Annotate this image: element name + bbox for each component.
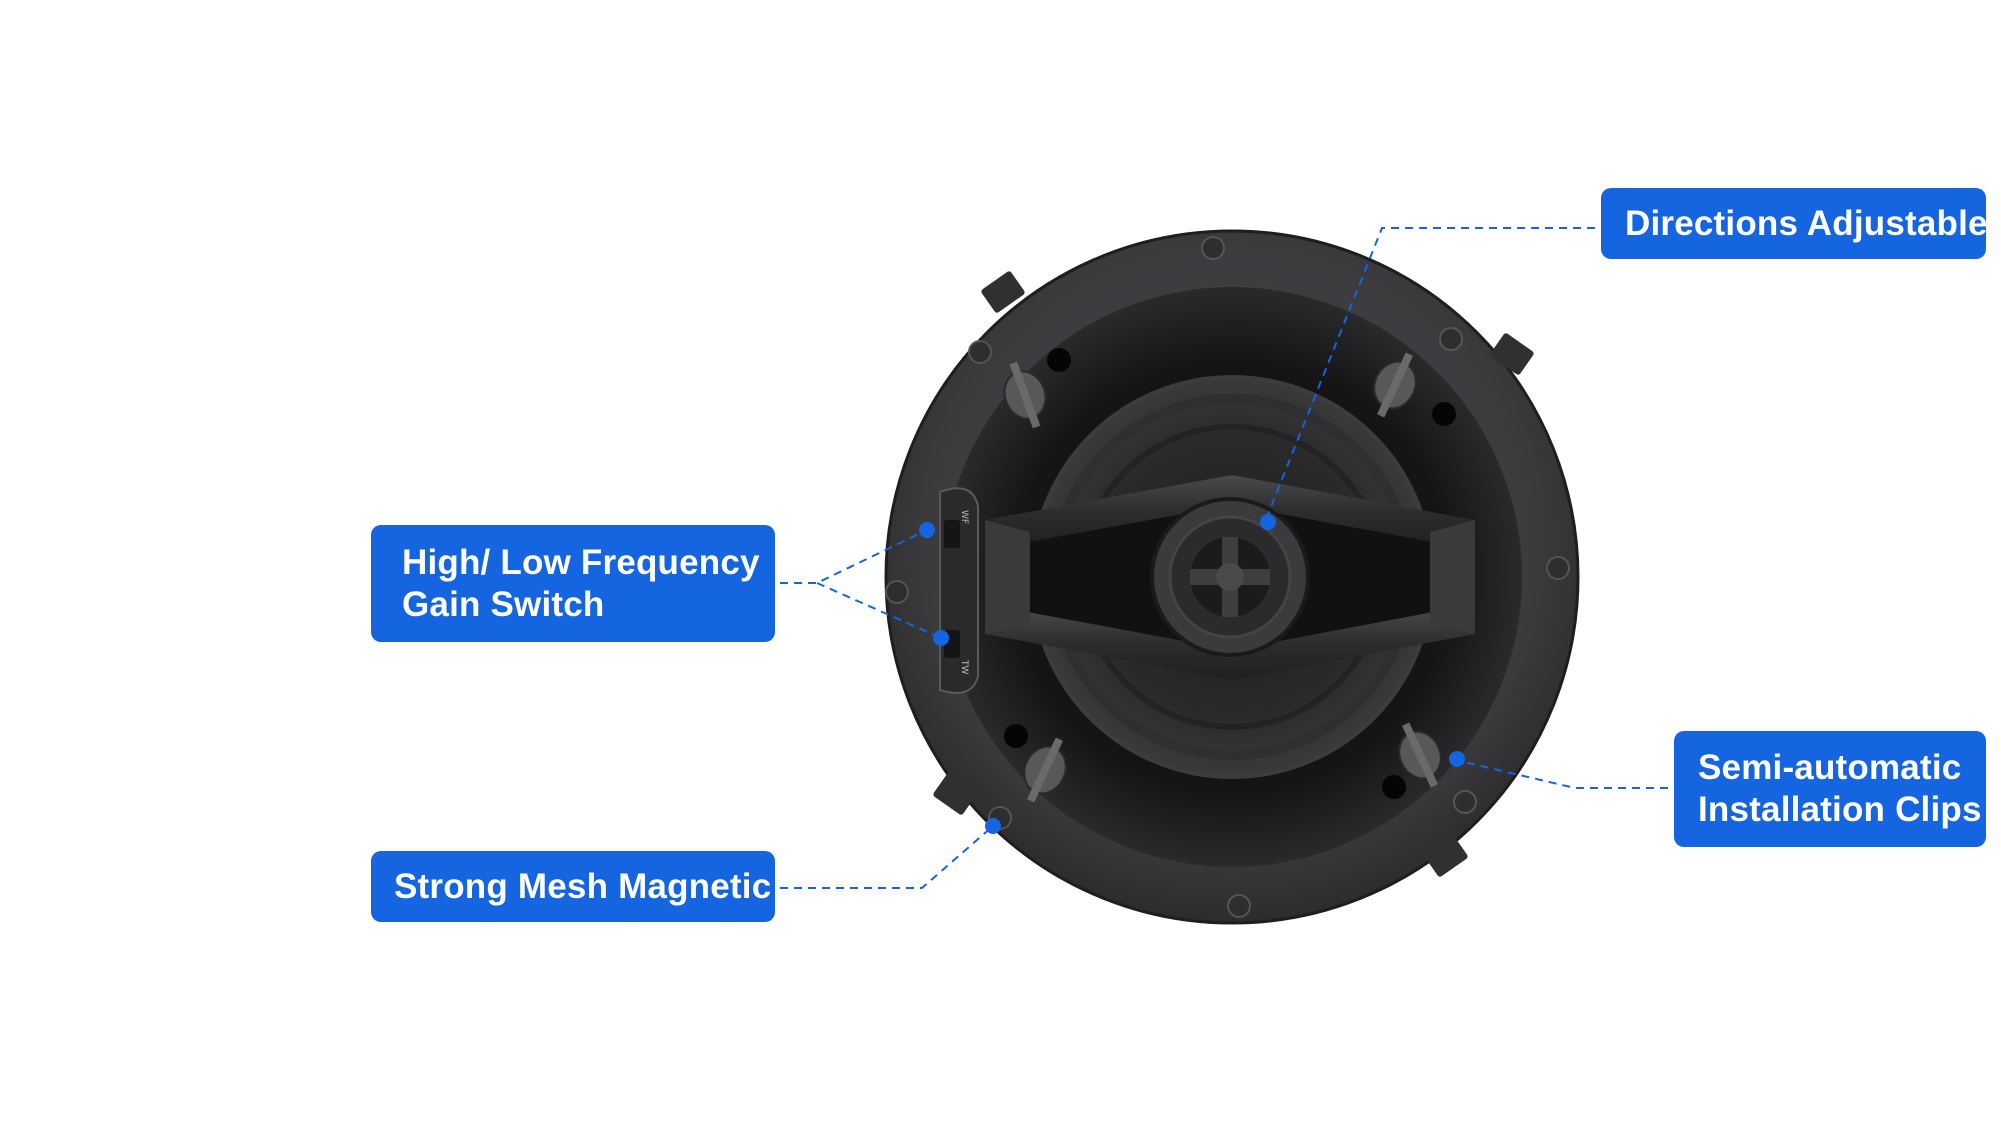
dot-mesh: [985, 818, 1001, 834]
callout-mesh-text: Strong Mesh Magnetic: [394, 866, 772, 906]
callout-clips-line1: Semi-automatic: [1698, 748, 1962, 787]
callout-gain-switch: High/ Low Frequency Gain Switch: [371, 525, 775, 642]
dot-gain-lower: [933, 630, 949, 646]
installation-clips: [1003, 352, 1442, 803]
callout-dots: [919, 514, 1465, 834]
callout-strong-mesh-magnetic: Strong Mesh Magnetic: [371, 851, 775, 922]
callout-directions-text: Directions Adjustable: [1625, 203, 1988, 243]
callout-gain-line1: High/ Low Frequency: [402, 542, 760, 582]
dot-clips: [1449, 751, 1465, 767]
callout-clips-line2: Installation Clips: [1698, 790, 1982, 829]
switch-label-tw: TW: [959, 659, 969, 674]
tweeter-bridge: [985, 475, 1475, 680]
callout-leaders: [780, 227, 1668, 889]
dot-gain-upper: [919, 522, 935, 538]
switch-label-wf: WF: [959, 510, 969, 524]
callout-installation-clips: Semi-automatic Installation Clips: [1674, 731, 1986, 847]
callout-gain-line2: Gain Switch: [402, 584, 605, 624]
dot-directions: [1260, 514, 1276, 530]
callout-directions-adjustable: Directions Adjustable: [1601, 188, 1988, 259]
gain-switch-panel: WF TW: [939, 487, 979, 694]
